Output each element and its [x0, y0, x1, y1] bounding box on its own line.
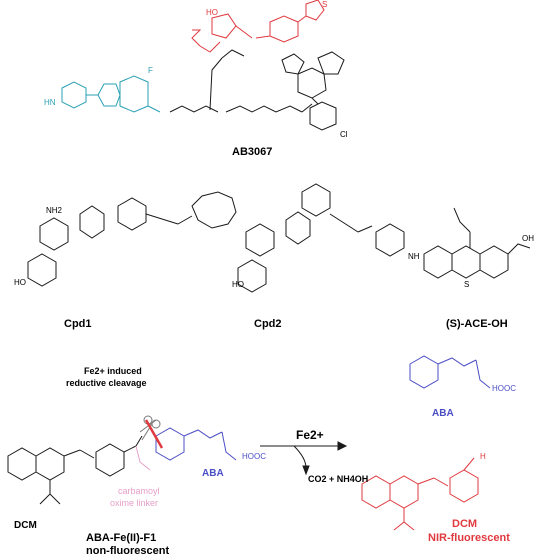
cpd1-structure [27, 191, 237, 287]
ace-oh-structure [423, 207, 531, 279]
vhl-benzene [269, 15, 299, 43]
dcm-benzene-ring [7, 447, 37, 481]
cpd2-pyridine [301, 183, 331, 217]
probe-aba-label: ABA [202, 468, 224, 479]
cpd2-structure [237, 183, 405, 293]
atom-hn: HN [44, 98, 56, 107]
atom-oh-ace: OH [522, 234, 534, 243]
linker-line-2: oxime linker [110, 498, 159, 508]
reaction-byproducts: CO2 + NH4OH [308, 474, 369, 484]
atom-cl: Cl [340, 130, 348, 139]
thiazole-ring [305, 0, 325, 21]
hydroxyproline-ring [211, 13, 237, 39]
label-ab3067: AB3067 [232, 146, 273, 158]
product-dcm-structure [361, 457, 479, 531]
cpd2-bicycle [285, 211, 311, 245]
label-cpd2: Cpd2 [254, 318, 282, 330]
atom-s: S [322, 0, 328, 9]
product-dcm-aniline [449, 469, 479, 503]
atom-f: F [148, 66, 153, 75]
phenothiazine-right-ring [479, 245, 509, 279]
product-aba-structure [409, 355, 491, 389]
glutarimide-ring [61, 81, 87, 109]
probe-structure [7, 427, 237, 505]
linker-line-1: carbamoyl [118, 486, 160, 496]
cpd2-pyridazine [245, 223, 275, 257]
cpd2-piperazine [375, 223, 405, 257]
atom-hooc-product: HOOC [492, 384, 516, 393]
phenothiazine-left-ring [423, 245, 453, 279]
atom-ho: HO [206, 8, 218, 17]
probe-state: non-fluorescent [86, 545, 170, 557]
triazole-ring [281, 53, 305, 75]
atom-s-ace: S [464, 280, 470, 289]
phenothiazine-mid-ring [451, 245, 481, 279]
atom-nh2-cpd1: NH2 [46, 206, 63, 215]
atom-hooc-probe: HOOC [242, 452, 266, 461]
label-cpd1: Cpd1 [64, 318, 92, 330]
probe-name: ABA-Fe(II)-F1 [86, 532, 157, 544]
cpd1-pyridine [117, 197, 147, 231]
cpd1-phenol-ring [27, 253, 57, 287]
dcm-aniline-ring [95, 443, 125, 477]
dcm-pyran-ring [35, 447, 65, 481]
cpd1-pyridazine [39, 217, 69, 251]
diazepine-ring [297, 67, 327, 99]
probe-aba-ring [155, 427, 185, 461]
thiophene-ring [317, 51, 345, 75]
chlorophenyl-ring [309, 101, 337, 131]
product-dcm-state: NIR-fluorescent [428, 532, 510, 544]
ab3067-structure [61, 0, 345, 131]
cpd2-phenol-ring [237, 259, 267, 293]
probe-dcm-label: DCM [14, 520, 37, 531]
trigger-line-1: Fe2+ induced [84, 366, 142, 376]
reaction-reagent: Fe2+ [296, 428, 324, 442]
atom-ho-cpd2: HO [232, 280, 244, 289]
cpd1-bicycle [79, 205, 105, 239]
phthalimide-benzene [119, 75, 149, 113]
atom-ho-cpd1: HO [14, 278, 26, 287]
label-ace-oh: (S)-ACE-OH [446, 318, 508, 330]
product-dcm-pyran [389, 475, 419, 509]
cpd1-azepane [191, 191, 237, 229]
product-aba-ring [409, 355, 439, 389]
product-dcm-label: DCM [452, 518, 478, 530]
reaction-arrow [260, 441, 348, 476]
product-aba-label: ABA [432, 408, 454, 419]
trigger-line-2: reductive cleavage [66, 378, 147, 388]
atom-nh-cpd2: NH [408, 252, 420, 261]
atom-nh-dcm: H [480, 452, 486, 461]
phthalimide-five-ring [97, 83, 121, 107]
